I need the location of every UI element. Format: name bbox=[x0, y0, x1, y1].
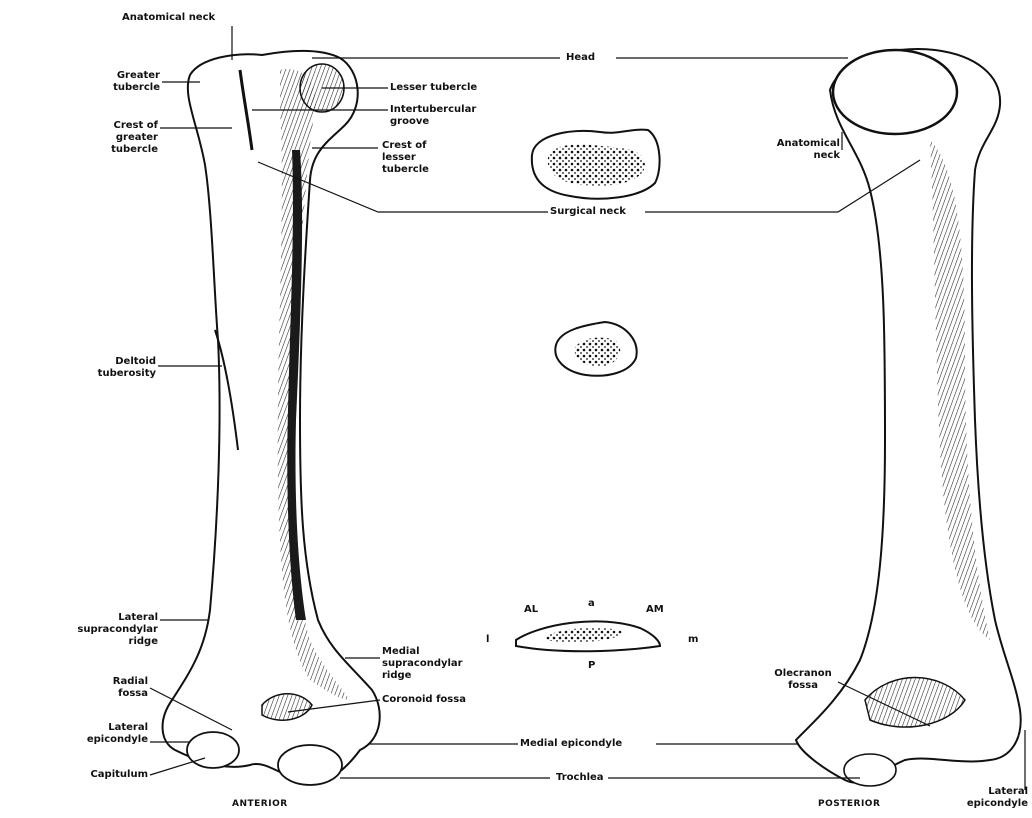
cross-section-middle bbox=[555, 322, 636, 376]
label-crest-of-lesser-tubercle: Crest of lesser tubercle bbox=[382, 140, 429, 176]
label-lesser-tubercle: Lesser tubercle bbox=[390, 82, 477, 94]
anterior-bone-outline bbox=[163, 51, 380, 781]
section-label-am: AM bbox=[646, 604, 664, 616]
label-deltoid-tuberosity: Deltoid tuberosity bbox=[82, 356, 156, 380]
label-radial-fossa: Radial fossa bbox=[90, 676, 148, 700]
label-surgical-neck: Surgical neck bbox=[550, 206, 626, 218]
label-trochlea: Trochlea bbox=[556, 772, 604, 784]
leader-capitulum bbox=[150, 758, 205, 775]
label-anterior-view: ANTERIOR bbox=[232, 798, 288, 810]
label-capitulum: Capitulum bbox=[70, 769, 148, 781]
section-label-p: P bbox=[588, 660, 595, 672]
label-crest-of-greater-tubercle: Crest of greater tubercle bbox=[96, 120, 158, 156]
label-posterior-view: POSTERIOR bbox=[818, 798, 880, 810]
posterior-trochlea-shape bbox=[844, 754, 896, 786]
label-intertubercular-groove: Intertubercular groove bbox=[390, 104, 476, 128]
capitulum-shape bbox=[187, 732, 239, 768]
cross-section-lower bbox=[516, 621, 660, 651]
label-coronoid-fossa: Coronoid fossa bbox=[382, 694, 466, 706]
label-head: Head bbox=[566, 52, 595, 64]
section-label-m: m bbox=[688, 634, 698, 646]
label-greater-tubercle: Greater tubercle bbox=[96, 70, 160, 94]
label-olecranon-fossa: Olecranon fossa bbox=[768, 668, 838, 692]
anterior-humerus bbox=[163, 51, 380, 785]
label-anatomical-neck-left: Anatomical neck bbox=[122, 12, 215, 24]
label-lateral-epicondyle-left: Lateral epicondyle bbox=[70, 722, 148, 746]
section-label-l: l bbox=[486, 634, 489, 646]
section-label-al: AL bbox=[524, 604, 538, 616]
section-label-a: a bbox=[588, 598, 595, 610]
posterior-head-shape bbox=[833, 50, 957, 134]
trochlea-shape bbox=[278, 745, 342, 785]
label-anatomical-neck-right: Anatomical neck bbox=[760, 138, 840, 162]
cross-section-upper bbox=[532, 130, 660, 199]
label-medial-epicondyle: Medial epicondyle bbox=[520, 738, 622, 750]
label-medial-supracondylar-ridge: Medial supracondylar ridge bbox=[382, 646, 463, 682]
label-lateral-epicondyle-right: Lateral epicondyle bbox=[950, 786, 1028, 810]
label-lateral-supracondylar-ridge: Lateral supracondylar ridge bbox=[48, 612, 158, 648]
